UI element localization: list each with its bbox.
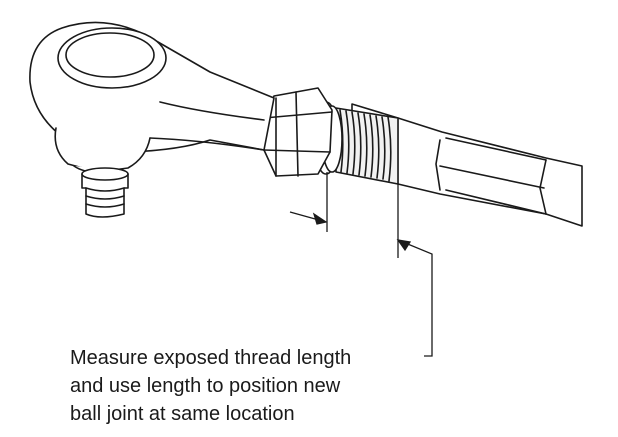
measurement-markers (289, 172, 433, 357)
exposed-threads (335, 107, 399, 185)
ball-stud (81, 167, 129, 218)
caption-line-3: ball joint at same location (70, 403, 295, 425)
caption-line-2: and use length to position new (70, 375, 341, 397)
jam-nut (263, 87, 333, 177)
measurement-instruction-caption: Measure exposed thread length and use le… (70, 344, 430, 428)
caption-line-1: Measure exposed thread length (70, 347, 352, 369)
outer-tie-rod-end (29, 21, 275, 174)
